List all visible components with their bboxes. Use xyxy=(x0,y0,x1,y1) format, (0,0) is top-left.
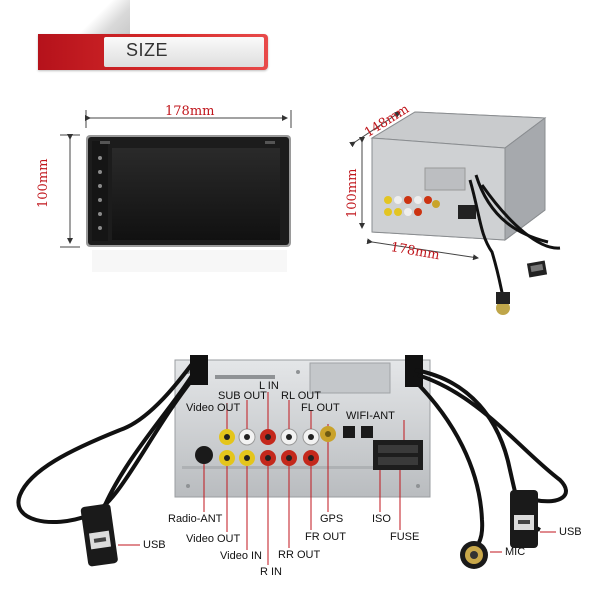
front-width-label: 178mm xyxy=(165,104,215,119)
r-in-label: R IN xyxy=(260,566,282,578)
sub-out-label: SUB OUT xyxy=(218,390,267,402)
video-in-label: Video IN xyxy=(220,550,262,562)
wifi-ant-label: WIFI-ANT xyxy=(346,410,395,422)
front-dimension-lines xyxy=(60,110,292,248)
rear-dimension-lines xyxy=(349,111,479,261)
size-banner: SIZE xyxy=(38,34,268,70)
front-unit xyxy=(86,135,291,272)
page-title: SIZE xyxy=(126,40,169,60)
mic-label: MIC xyxy=(505,546,526,558)
gps-label: GPS xyxy=(320,513,344,525)
fuse-label: FUSE xyxy=(390,531,420,543)
rr-out-label: RR OUT xyxy=(278,549,321,561)
front-height-label: 100mm xyxy=(36,158,51,208)
usb-left-label: USB xyxy=(143,539,166,551)
l-in-label: L IN xyxy=(259,380,279,392)
rear-height-label: 100mm xyxy=(345,168,360,218)
callout-leaders xyxy=(118,392,556,565)
fr-out-label: FR OUT xyxy=(305,531,346,543)
video-out-top-label: Video OUT xyxy=(186,402,241,414)
rear-panel xyxy=(16,355,568,569)
usb-right-label: USB xyxy=(559,526,582,538)
iso-label: ISO xyxy=(372,513,391,525)
video-out-bottom-label: Video OUT xyxy=(186,533,241,545)
fl-out-label: FL OUT xyxy=(301,402,340,414)
rear-unit xyxy=(370,111,561,315)
radio-ant-label: Radio-ANT xyxy=(168,513,223,525)
size-label-box xyxy=(104,37,264,67)
rl-out-label: RL OUT xyxy=(281,390,321,402)
